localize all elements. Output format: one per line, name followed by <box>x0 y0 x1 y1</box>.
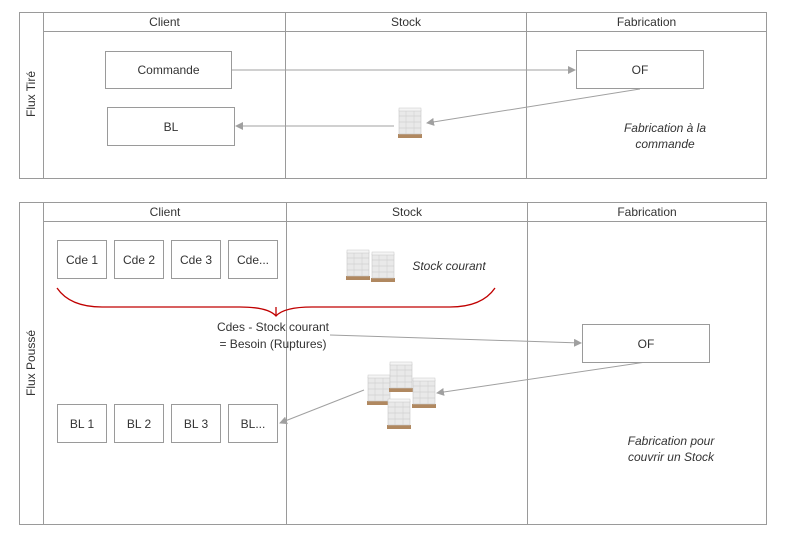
order-box: Cde 2 <box>114 240 164 279</box>
of-box-top: OF <box>576 50 704 89</box>
bottom-side-label: Flux Poussé <box>24 329 38 397</box>
top-fabrication-note: Fabrication à la commande <box>623 121 707 151</box>
top-col-stock: Stock <box>390 15 421 29</box>
bottom-col-client: Client <box>149 205 181 219</box>
pallet-boxes-icon <box>397 107 423 139</box>
top-side-label: Flux Tiré <box>24 71 38 118</box>
arrow-need-to-of <box>329 334 582 347</box>
arrow-of-to-stock-bottom <box>436 361 647 396</box>
pallet-boxes-icon <box>388 361 414 393</box>
delivery-box: BL 1 <box>57 404 107 443</box>
need-line-2: = Besoin (Ruptures) <box>219 337 327 351</box>
stock-courant-label: Stock courant <box>412 259 486 273</box>
pallet-boxes-icon <box>366 374 392 406</box>
bottom-col-fabrication: Fabrication <box>617 205 677 219</box>
pallet-boxes-icon <box>345 249 371 281</box>
bl-box: BL <box>107 107 235 146</box>
bottom-fabrication-note: Fabrication pour couvrir un Stock <box>627 434 715 464</box>
commande-box: Commande <box>105 51 232 89</box>
of-box-bottom: OF <box>582 324 710 363</box>
top-col-fabrication: Fabrication <box>616 15 677 29</box>
pallet-boxes-icon <box>411 377 437 409</box>
pallet-boxes-icon <box>386 398 412 430</box>
pallet-boxes-icon <box>370 251 396 283</box>
top-col-client: Client <box>149 15 180 29</box>
bottom-section-frame <box>19 202 767 525</box>
top-section-frame <box>19 12 767 179</box>
arrow-stock-to-bl-bottom <box>279 389 365 425</box>
arrow-of-to-stock <box>426 88 641 126</box>
delivery-box: BL 3 <box>171 404 221 443</box>
need-line-1: Cdes - Stock courant <box>216 320 330 334</box>
bottom-col-stock: Stock <box>391 205 422 219</box>
order-box: Cde 3 <box>171 240 221 279</box>
order-box: Cde 1 <box>57 240 107 279</box>
delivery-box: BL 2 <box>114 404 164 443</box>
delivery-box: BL... <box>228 404 278 443</box>
order-box: Cde... <box>228 240 278 279</box>
